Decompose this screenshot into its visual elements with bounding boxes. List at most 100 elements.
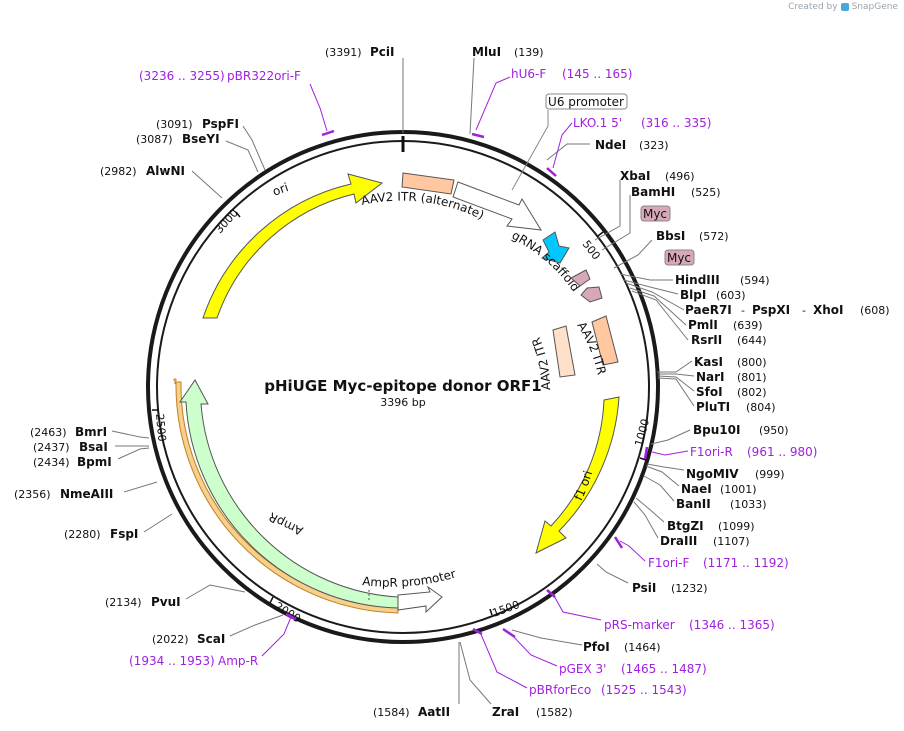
enzyme-psii[interactable]: PsiI (1232) xyxy=(596,563,708,595)
aav2-itr-feature-b[interactable] xyxy=(591,315,619,366)
primer-prs-marker[interactable]: pRS-marker (1346 .. 1365) xyxy=(546,589,775,632)
primer-f1ori-r[interactable]: F1ori-R (961 .. 980) xyxy=(643,445,817,460)
enzyme-fspi[interactable]: (2280) FspI xyxy=(64,513,173,541)
svg-text:(950): (950) xyxy=(759,424,789,437)
svg-text:(802): (802) xyxy=(737,386,767,399)
enzyme-rsrii[interactable]: RsrII (644) xyxy=(631,290,767,347)
primer-hu6-f[interactable]: hU6-F (145 .. 165) xyxy=(471,67,632,139)
enzyme-draiii[interactable]: DraIII (1107) xyxy=(633,501,750,548)
enzyme-pfoi[interactable]: PfoI (1464) xyxy=(511,629,661,654)
svg-text:pGEX 3': pGEX 3' xyxy=(559,662,606,676)
aav2-itr-feature-a[interactable] xyxy=(552,325,576,378)
tick-500: 500 xyxy=(580,238,603,263)
u6-promoter-label[interactable]: U6 promoter xyxy=(511,93,628,191)
svg-text:BlpI: BlpI xyxy=(680,288,706,302)
svg-text:(999): (999) xyxy=(755,468,785,481)
enzyme-naei[interactable]: NaeI (1001) xyxy=(645,465,757,496)
svg-text:(1464): (1464) xyxy=(624,641,661,654)
enzyme-alwni[interactable]: (2982) AlwNI xyxy=(100,164,223,199)
svg-text:(594): (594) xyxy=(740,274,770,287)
plasmid-name: pHiUGE Myc-epitope donor ORF1 xyxy=(264,377,542,395)
enzyme-zrai[interactable]: ZraI (1582) xyxy=(459,641,573,719)
enzyme-pcii[interactable]: (3391) PciI xyxy=(325,45,404,133)
primer-lko1-5[interactable]: LKO.1 5' (316 .. 335) xyxy=(546,116,711,177)
enzyme-pmli[interactable]: PmlI (639) xyxy=(629,287,763,332)
svg-text:Myc: Myc xyxy=(667,251,691,265)
enzyme-bamhi[interactable]: BamHI (525) xyxy=(601,185,721,251)
snapgene-logo-icon xyxy=(840,3,849,11)
tick-2500: 2500 xyxy=(153,413,168,442)
aav2-itr-alternate-feature[interactable] xyxy=(401,172,455,195)
svg-text:XhoI: XhoI xyxy=(813,303,844,317)
svg-text:pRS-marker: pRS-marker xyxy=(604,618,675,632)
svg-text:(800): (800) xyxy=(737,356,767,369)
enzyme-paer7i-pspxi-xhoi[interactable]: PaeR7I - PspXI - XhoI (608) xyxy=(625,282,890,317)
svg-text:(961 .. 980): (961 .. 980) xyxy=(747,445,817,459)
enzyme-banii[interactable]: BanII (1033) xyxy=(643,475,767,511)
primer-pbrforeco[interactable]: pBRforEco (1525 .. 1543) xyxy=(472,627,687,697)
enzyme-bsai[interactable]: (2437) BsaI xyxy=(33,440,149,454)
svg-text:PfoI: PfoI xyxy=(583,640,610,654)
ampr-feature[interactable] xyxy=(179,379,399,609)
u6-promoter-feature[interactable] xyxy=(452,181,542,231)
myc-feature-2[interactable] xyxy=(580,286,603,303)
enzyme-pluti[interactable]: PluTI (804) xyxy=(657,377,776,414)
enzyme-aatii[interactable]: (1584) AatII xyxy=(373,642,460,719)
ampr-promoter-feature[interactable] xyxy=(397,585,443,614)
enzyme-pvui[interactable]: (2134) PvuI xyxy=(105,584,246,609)
enzyme-bpmi[interactable]: (2434) BpmI xyxy=(33,447,150,469)
svg-text:(603): (603) xyxy=(716,289,746,302)
myc-tag-1[interactable]: Myc xyxy=(640,205,671,222)
snapgene-credit: Created by SnapGene xyxy=(788,2,898,12)
svg-text:PciI: PciI xyxy=(370,45,395,59)
svg-text:(1465 .. 1487): (1465 .. 1487) xyxy=(621,662,707,676)
svg-text:(644): (644) xyxy=(737,334,767,347)
svg-text:pBRforEco: pBRforEco xyxy=(529,683,591,697)
enzyme-scai[interactable]: (2022) ScaI xyxy=(152,614,284,646)
enzyme-bpu10i[interactable]: Bpu10I (950) xyxy=(650,423,789,445)
enzyme-bbsi[interactable]: BbsI (572) xyxy=(613,229,729,269)
enzyme-mlui[interactable]: MluI (139) xyxy=(469,45,544,135)
grna-scaffold-feature[interactable] xyxy=(540,231,570,264)
svg-text:RsrII: RsrII xyxy=(691,333,722,347)
svg-text:AlwNI: AlwNI xyxy=(146,164,185,178)
svg-text:MluI: MluI xyxy=(472,45,501,59)
enzyme-bseyi[interactable]: (3087) BseYI xyxy=(136,132,259,173)
enzyme-kasi[interactable]: KasI (800) xyxy=(657,355,767,373)
enzyme-nari[interactable]: NarI (801) xyxy=(658,370,767,384)
enzyme-xbai[interactable]: XbaI (496) xyxy=(594,169,695,241)
f1-ori-feature[interactable] xyxy=(535,396,620,554)
primer-pbr322ori-f[interactable]: (3236 .. 3255) pBR322ori-F xyxy=(139,69,335,137)
myc-feature-1[interactable] xyxy=(570,269,591,287)
credit-prefix: Created by xyxy=(788,2,838,12)
svg-text:PspXI: PspXI xyxy=(752,303,790,317)
svg-text:(139): (139) xyxy=(514,46,544,59)
myc-tag-2[interactable]: Myc xyxy=(664,249,695,266)
enzyme-ngomiv[interactable]: NgoMIV (999) xyxy=(646,463,785,481)
enzyme-btgzi[interactable]: BtgZI (1099) xyxy=(635,497,755,533)
primer-amp-r[interactable]: (1934 .. 1953) Amp-R xyxy=(129,612,297,668)
enzyme-hindiii[interactable]: HindIII (594) xyxy=(619,273,770,287)
enzyme-blpi[interactable]: BlpI (603) xyxy=(623,279,746,302)
svg-text:(2982): (2982) xyxy=(100,165,137,178)
svg-text:(2434): (2434) xyxy=(33,456,70,469)
ori-feature[interactable] xyxy=(202,173,384,319)
enzyme-sfoi[interactable]: SfoI (802) xyxy=(657,375,767,399)
svg-text:NaeI: NaeI xyxy=(681,482,712,496)
svg-text:(572): (572) xyxy=(699,230,729,243)
svg-text:(1584): (1584) xyxy=(373,706,410,719)
svg-text:(1934 .. 1953): (1934 .. 1953) xyxy=(129,654,215,668)
enzyme-pspfi[interactable]: (3091) PspFI xyxy=(156,117,266,171)
svg-text:(1107): (1107) xyxy=(713,535,750,548)
svg-text:XbaI: XbaI xyxy=(620,169,650,183)
primer-pgex-3[interactable]: pGEX 3' (1465 .. 1487) xyxy=(502,627,707,676)
svg-text:(496): (496) xyxy=(665,170,695,183)
svg-text:(1346 .. 1365): (1346 .. 1365) xyxy=(689,618,775,632)
enzyme-bmri[interactable]: (2463) BmrI xyxy=(30,425,150,439)
enzyme-nmeaiii[interactable]: (2356) NmeAIII xyxy=(14,481,158,501)
svg-text:BpmI: BpmI xyxy=(77,455,112,469)
primer-f1ori-f[interactable]: F1ori-F (1171 .. 1192) xyxy=(613,536,789,570)
enzyme-labels: (3391) PciI MluI (139) NdeI (323) XbaI (… xyxy=(14,45,890,719)
enzyme-ndei[interactable]: NdeI (323) xyxy=(546,138,669,161)
